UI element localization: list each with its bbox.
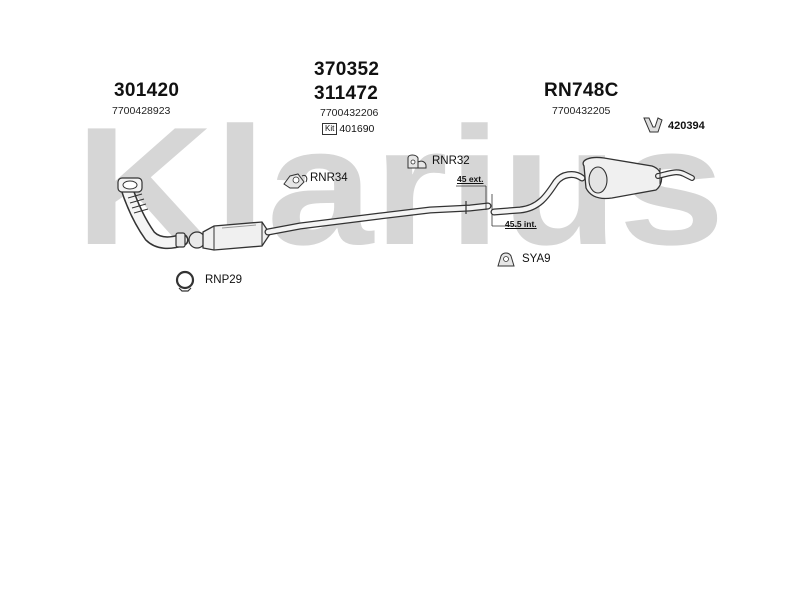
dimension-internal: 45.5 int. xyxy=(505,219,537,229)
kit-number-value: 401690 xyxy=(339,123,375,135)
oem-number-rear-silencer: 7700432205 xyxy=(552,105,611,117)
bracket-code: SYA9 xyxy=(522,253,551,265)
part-number-catalyst-alt: 370352 xyxy=(314,59,380,80)
mount-code-rnr34: RNR34 xyxy=(310,172,348,184)
clamp-icon xyxy=(643,117,663,133)
catalyst-drawing xyxy=(188,221,271,251)
part-number-rear-silencer: RN748C xyxy=(544,80,619,101)
mount-code-rnr32: RNR32 xyxy=(432,155,470,167)
gasket-ring-icon xyxy=(175,270,195,292)
hanger-mount-icon xyxy=(283,173,308,189)
rear-silencer-drawing xyxy=(490,156,695,216)
clamp-code: 420394 xyxy=(668,120,705,132)
oem-number-front-pipe: 7700428923 xyxy=(112,105,171,117)
rubber-mount-icon xyxy=(407,154,427,169)
kit-badge: Kit xyxy=(322,123,338,135)
oem-number-catalyst: 7700432206 xyxy=(320,107,379,119)
gasket-code: RNP29 xyxy=(205,274,243,286)
middle-pipe-drawing xyxy=(264,201,492,236)
part-number-catalyst: 311472 xyxy=(314,83,379,104)
dimension-external: 45 ext. xyxy=(457,174,484,184)
bracket-icon xyxy=(497,252,515,267)
part-number-front-pipe: 301420 xyxy=(114,80,180,101)
front-pipe-drawing xyxy=(117,177,189,250)
